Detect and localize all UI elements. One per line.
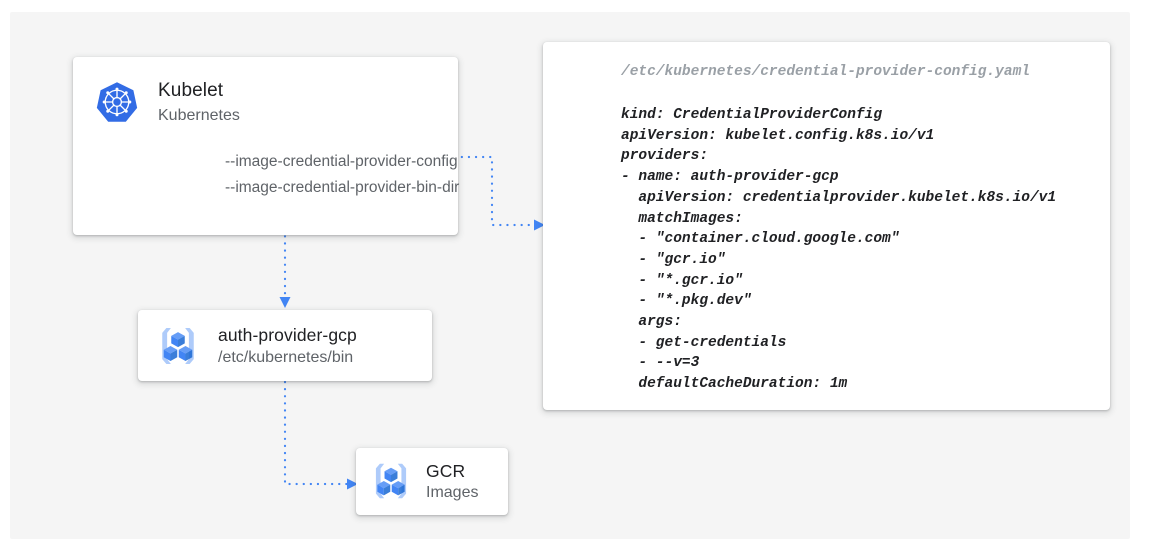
auth-provider-subtitle: /etc/kubernetes/bin (218, 348, 354, 366)
kubelet-title: Kubelet (158, 80, 224, 101)
yaml-body: /etc/kubernetes/credential-provider-conf… (621, 62, 1100, 395)
auth-provider-inner: auth-provider-gcp /etc/kubernetes/bin (154, 322, 357, 370)
gcr-inner: GCR Images (368, 458, 478, 504)
kubelet-header: Kubelet Kubernetes (96, 79, 240, 127)
auth-provider-titles: auth-provider-gcp /etc/kubernetes/bin (218, 324, 357, 369)
auth-provider-title: auth-provider-gcp (218, 324, 357, 345)
kubelet-flag-image-credential-provider-bin-dir: --image-credential-provider-bin-dir (225, 179, 460, 196)
yaml-config-card[interactable]: /etc/kubernetes/credential-provider-conf… (543, 42, 1110, 410)
gcr-title: GCR (426, 460, 466, 481)
gcp-container-registry-icon (375, 463, 407, 499)
kubernetes-logo-icon (96, 82, 138, 122)
node-card-gcr[interactable]: GCR Images (356, 448, 508, 515)
kubelet-titles: Kubelet Kubernetes (158, 79, 240, 127)
node-card-auth-provider-gcp[interactable]: auth-provider-gcp /etc/kubernetes/bin (138, 310, 432, 381)
gcr-subtitle: Images (426, 483, 479, 501)
node-card-kubelet[interactable]: Kubelet Kubernetes --image-credential-pr… (73, 57, 459, 235)
kubelet-flag-image-credential-provider-config: --image-credential-provider-config (225, 153, 458, 170)
kubelet-flag-list: --image-credential-provider-config --ima… (225, 149, 459, 201)
gcr-titles: GCR Images (426, 460, 478, 503)
yaml-content: kind: CredentialProviderConfig apiVersio… (621, 107, 1057, 393)
kubelet-subtitle: Kubernetes (158, 107, 240, 124)
gcp-container-registry-icon (162, 328, 194, 364)
yaml-file-path: /etc/kubernetes/credential-provider-conf… (621, 64, 1030, 80)
